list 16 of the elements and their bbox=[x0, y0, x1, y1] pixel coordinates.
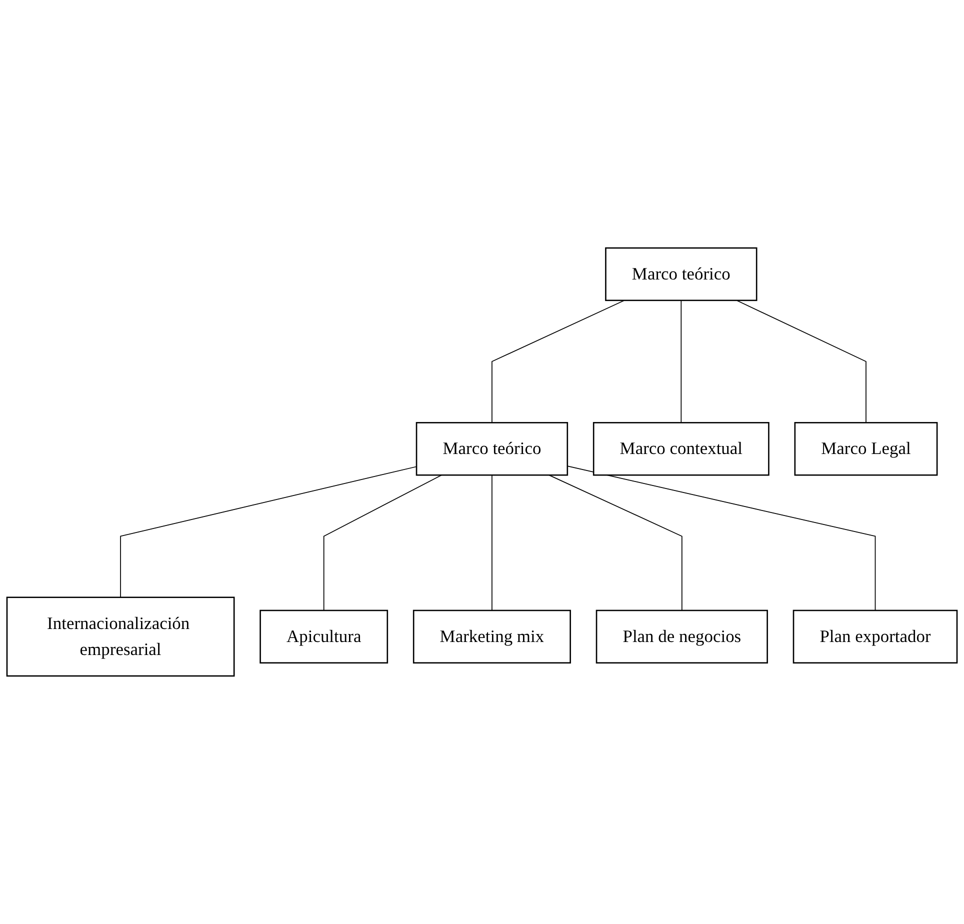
node-box: Marco teórico bbox=[605, 247, 758, 302]
connector bbox=[120, 466, 417, 598]
connector bbox=[566, 466, 876, 611]
node-box: Plan de negocios bbox=[596, 610, 768, 664]
node-box: Internacionalización empresarial bbox=[6, 596, 235, 677]
node-box: Marco Legal bbox=[794, 422, 938, 476]
connector bbox=[680, 300, 682, 424]
node-box: Marco contextual bbox=[592, 422, 770, 476]
connector bbox=[736, 300, 866, 424]
connector bbox=[323, 474, 442, 611]
node-box: Marketing mix bbox=[412, 610, 571, 664]
node-box: Plan exportador bbox=[792, 610, 958, 664]
connector bbox=[548, 474, 682, 611]
node-box: Apicultura bbox=[260, 610, 388, 664]
connector bbox=[492, 300, 625, 424]
node-box: Marco teórico bbox=[416, 422, 568, 476]
